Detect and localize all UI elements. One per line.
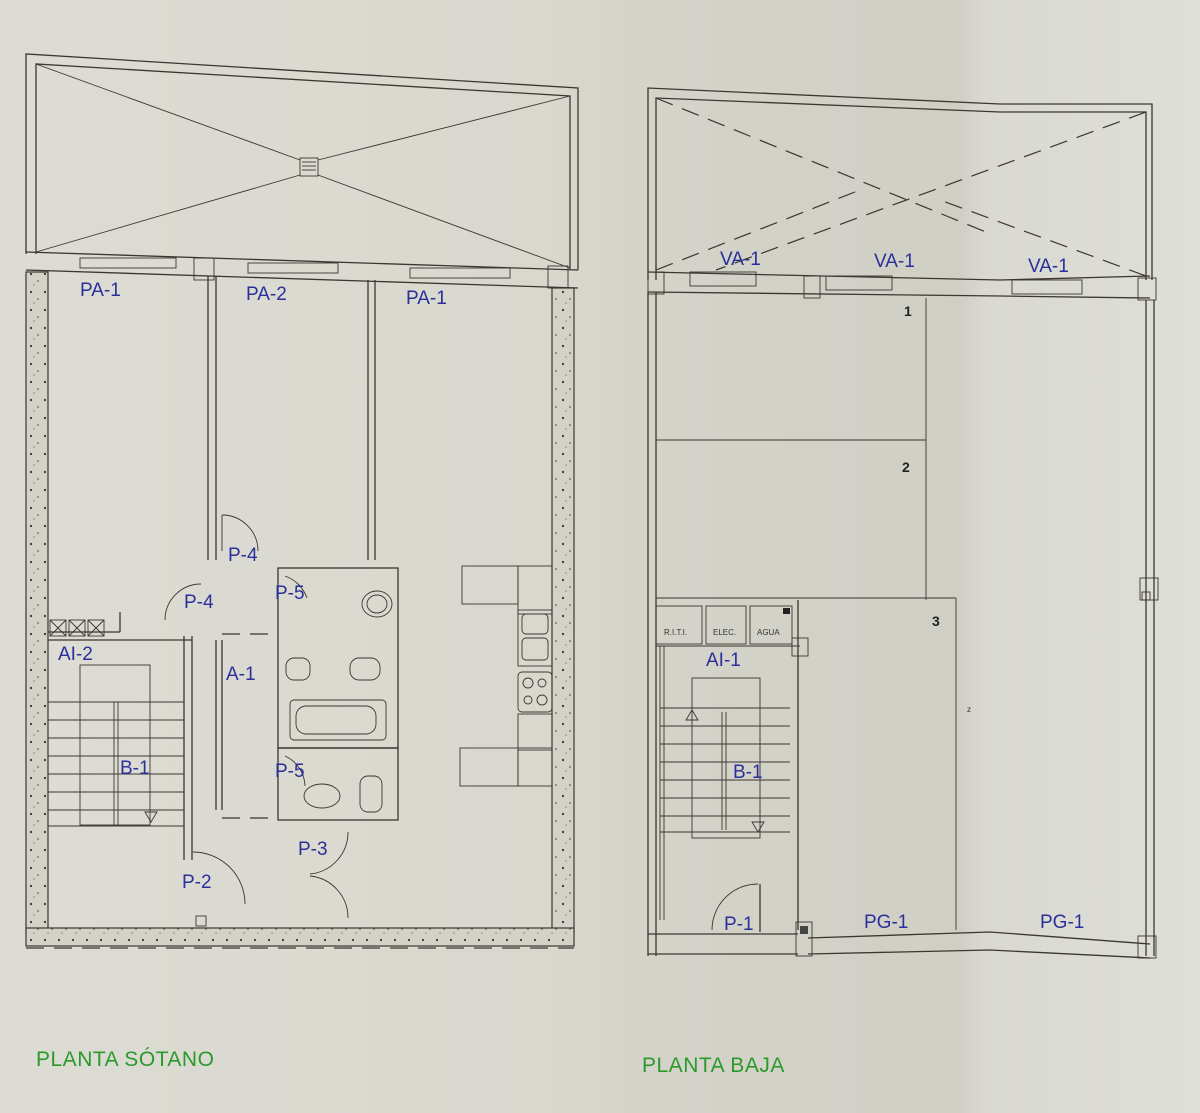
wall-left-sotano bbox=[25, 271, 49, 933]
label-ai2: AI-2 bbox=[58, 644, 93, 665]
label-p3: P-3 bbox=[298, 839, 328, 860]
terrace-sotano bbox=[25, 53, 579, 270]
label-p5-top: P-5 bbox=[275, 583, 305, 604]
label-ai1: AI-1 bbox=[706, 650, 741, 671]
label-va1-mid: VA-1 bbox=[874, 251, 915, 272]
label-p1: P-1 bbox=[724, 914, 754, 935]
label-a1: A-1 bbox=[226, 664, 256, 685]
label-pg1-left: PG-1 bbox=[864, 912, 908, 933]
stairs-sotano bbox=[48, 664, 184, 827]
label-riti: R.I.T.I. bbox=[664, 628, 687, 637]
label-p4-left: P-4 bbox=[184, 592, 214, 613]
label-pa1-right: PA-1 bbox=[406, 288, 447, 309]
mark-z: z bbox=[967, 705, 971, 714]
label-area-3: 3 bbox=[932, 613, 940, 629]
label-pa2: PA-2 bbox=[246, 284, 287, 305]
label-area-2: 2 bbox=[902, 459, 910, 475]
kitchen-sotano bbox=[459, 565, 553, 787]
label-b1-sotano: B-1 bbox=[120, 758, 150, 779]
label-pg1-right: PG-1 bbox=[1040, 912, 1084, 933]
label-p2: P-2 bbox=[182, 872, 212, 893]
label-b1-baja: B-1 bbox=[733, 762, 763, 783]
wall-bottom-sotano bbox=[25, 927, 575, 947]
stairs-baja bbox=[660, 677, 790, 839]
label-p4-top: P-4 bbox=[228, 545, 258, 566]
label-va1-right: VA-1 bbox=[1028, 256, 1069, 277]
label-pa1-left: PA-1 bbox=[80, 280, 121, 301]
label-agua: AGUA bbox=[757, 628, 780, 637]
plan-baja: z bbox=[647, 87, 1159, 959]
window-strip-sotano bbox=[25, 251, 579, 289]
label-elec: ELEC. bbox=[713, 628, 736, 637]
wall-right-sotano bbox=[551, 287, 575, 933]
label-p5-bottom: P-5 bbox=[275, 761, 305, 782]
label-va1-left: VA-1 bbox=[720, 249, 761, 270]
label-area-1: 1 bbox=[904, 303, 912, 319]
plan-sotano bbox=[25, 53, 579, 949]
title-planta-baja: PLANTA BAJA bbox=[642, 1054, 785, 1077]
title-planta-sotano: PLANTA SÓTANO bbox=[36, 1048, 215, 1071]
